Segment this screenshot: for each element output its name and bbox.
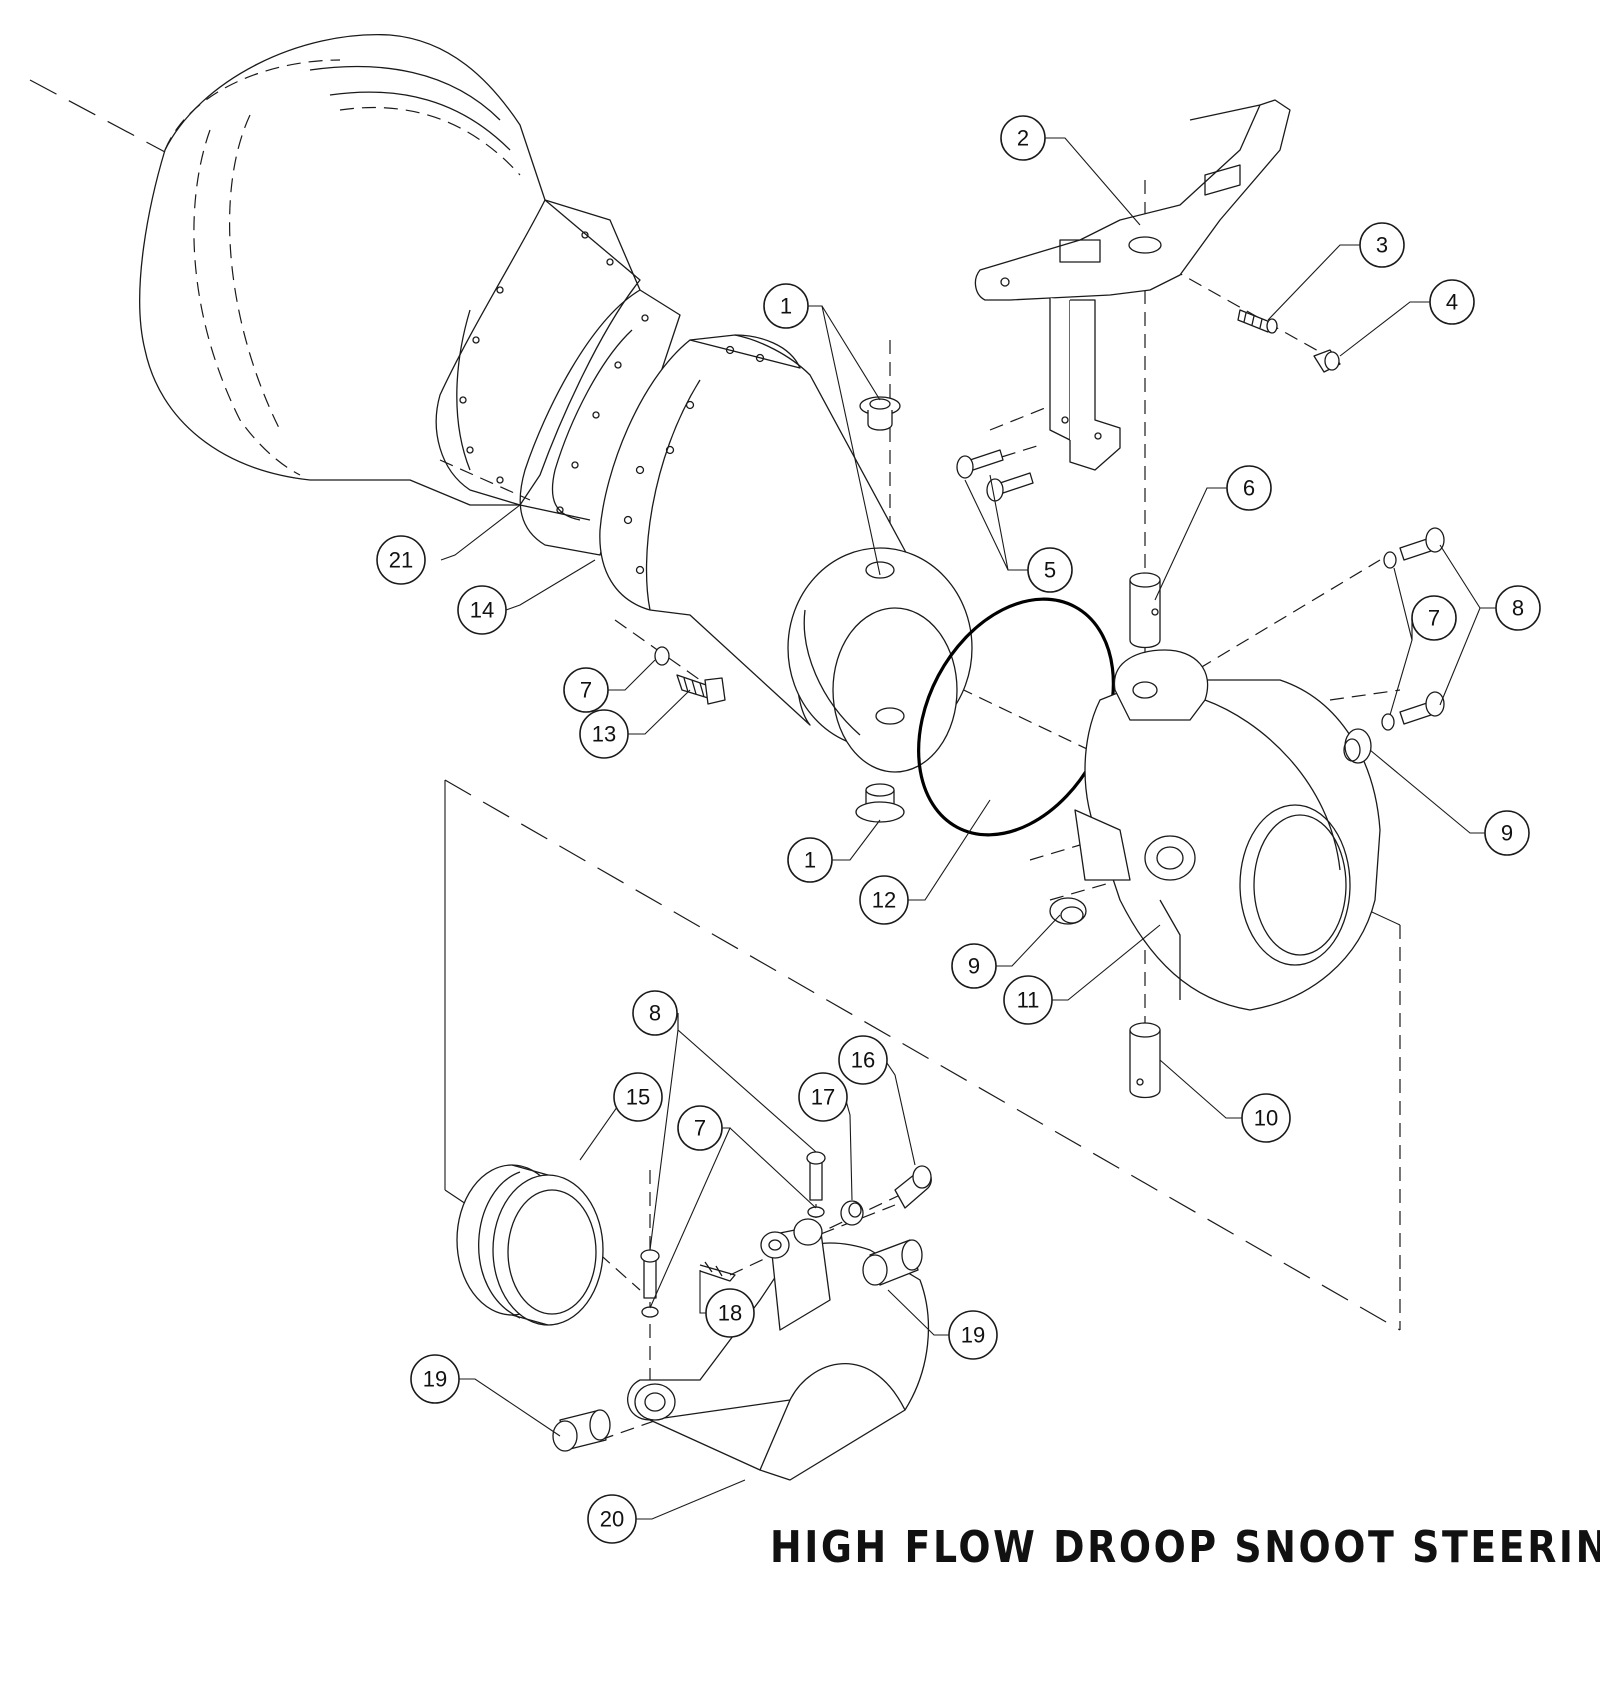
callout-9-right: 9 [1484,810,1530,856]
nut-4 [1313,349,1341,373]
svg-text:8: 8 [1512,596,1524,621]
nozzle-insert-15 [456,1164,604,1326]
pin-19-right [862,1239,923,1286]
leader-lines [440,137,1496,1520]
washer-7-lower-a [641,1306,659,1318]
pin-19-left [552,1409,611,1452]
callout-15: 15 [613,1072,663,1122]
callout-8-right: 8 [1495,585,1541,631]
callout-14: 14 [457,585,507,635]
svg-text:1: 1 [804,848,816,873]
svg-text:19: 19 [423,1367,447,1392]
washer-7-right-top [1383,551,1397,569]
callout-1-bottom: 1 [787,837,833,883]
flat-screws-5 [956,449,1034,502]
callout-1-top: 1 [763,283,809,329]
svg-text:16: 16 [851,1048,875,1073]
snoot-cone-14 [599,334,973,773]
svg-text:8: 8 [649,1001,661,1026]
callout-6: 6 [1226,465,1272,511]
pump-housing [139,34,641,521]
callout-10: 10 [1241,1093,1291,1143]
callout-12: 12 [859,875,909,925]
svg-text:9: 9 [968,954,980,979]
steering-arm-2 [974,99,1291,471]
callout-17: 17 [798,1072,848,1122]
svg-text:9: 9 [1501,821,1513,846]
droop-nozzle-20 [627,1218,929,1481]
callout-11: 11 [1003,975,1053,1025]
svg-text:5: 5 [1044,558,1056,583]
washer-7-lower-b [807,1206,825,1218]
svg-text:15: 15 [626,1085,650,1110]
callout-18: 18 [705,1288,755,1338]
svg-text:7: 7 [694,1116,706,1141]
svg-text:2: 2 [1017,126,1029,151]
spring-18 [699,1261,736,1282]
washer-7-right-bottom [1381,713,1395,731]
callout-19-left: 19 [410,1354,460,1404]
callout-7-right: 7 [1411,595,1457,641]
bushing-1-bottom [855,783,905,823]
steering-housing-11 [1074,649,1381,1011]
callout-13: 13 [579,709,629,759]
hex-bolt-13 [676,674,726,705]
svg-text:13: 13 [592,722,616,747]
callout-bubbles: 2 3 4 1 1 5 6 7 8 21 14 7 13 9 12 9 11 1… [376,115,1541,1544]
diagram-title: HIGH FLOW DROOP SNOOT STEERING [770,1522,1600,1573]
svg-text:19: 19 [961,1323,985,1348]
svg-text:10: 10 [1254,1106,1278,1131]
bearing-9-right [1343,728,1372,764]
callout-8-lower: 8 [632,990,678,1036]
pin-10 [1129,1022,1161,1099]
callout-5: 5 [1027,547,1073,593]
svg-text:20: 20 [600,1507,624,1532]
svg-text:7: 7 [1428,606,1440,631]
bearing-9-left [1049,897,1087,925]
washer-7-left [654,646,670,666]
svg-text:17: 17 [811,1085,835,1110]
bearing-17 [840,1200,864,1226]
callout-9-left: 9 [951,943,997,989]
socket-bolts-8-right [1399,527,1445,725]
callout-21: 21 [376,535,426,585]
callout-4: 4 [1429,279,1475,325]
svg-text:11: 11 [1017,988,1040,1013]
svg-text:6: 6 [1243,476,1255,501]
screw-3 [1237,309,1278,334]
callout-2: 2 [1000,115,1046,161]
pin-16 [894,1165,932,1209]
svg-text:7: 7 [580,678,592,703]
svg-text:21: 21 [389,548,413,573]
callout-7-lower: 7 [677,1105,723,1151]
callout-19-right: 19 [948,1310,998,1360]
svg-text:1: 1 [780,294,792,319]
svg-text:18: 18 [718,1301,742,1326]
callout-16: 16 [838,1035,888,1085]
gasket-21 [519,289,681,556]
svg-text:12: 12 [872,888,896,913]
pin-6 [1129,572,1161,649]
svg-text:14: 14 [470,598,494,623]
callout-20: 20 [587,1494,637,1544]
callout-3: 3 [1359,222,1405,268]
bushing-1-top [859,396,901,431]
svg-text:4: 4 [1446,290,1458,315]
svg-text:3: 3 [1376,233,1388,258]
callout-7-left: 7 [563,667,609,713]
